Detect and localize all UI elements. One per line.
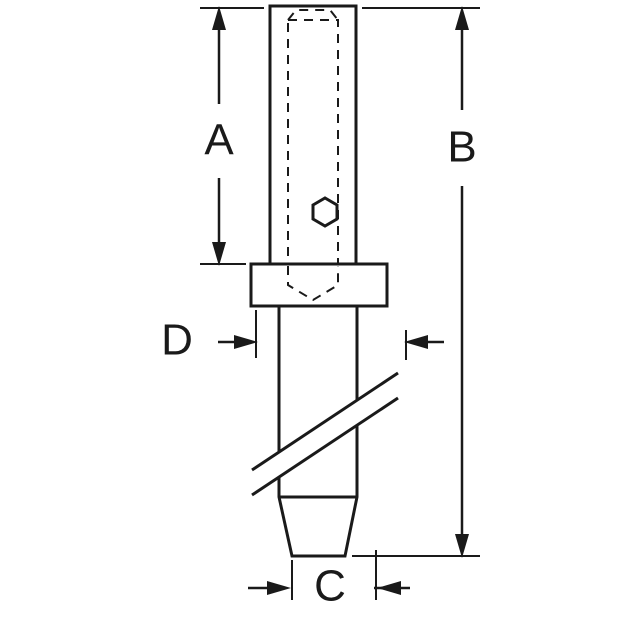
dim-b-arrow-top: [455, 6, 469, 30]
dim-a-arrow-top: [212, 6, 226, 30]
dim-d-label: D: [161, 316, 193, 365]
shoulder-flange: [249, 262, 389, 308]
break-line-lower: [251, 396, 399, 497]
dim-c-label: C: [314, 562, 346, 611]
dim-c-arrow-left: [267, 581, 291, 595]
dim-a-arrow-bottom: [212, 242, 226, 266]
flange-bore-hidden-line: [287, 266, 339, 302]
dim-d-arrow-left: [234, 335, 258, 349]
dim-b-label: B: [447, 123, 476, 172]
break-mask: [252, 373, 398, 495]
hex-hole: [311, 196, 339, 228]
break-line-upper: [251, 371, 399, 472]
dim-d-arrow-right: [404, 335, 428, 349]
dim-c-arrow-right: [377, 581, 401, 595]
dim-b-arrow-bottom: [455, 534, 469, 558]
upper-post: [268, 4, 358, 266]
post-top-chamfer-hidden-line: [287, 9, 339, 21]
dim-a-label: A: [204, 116, 234, 165]
